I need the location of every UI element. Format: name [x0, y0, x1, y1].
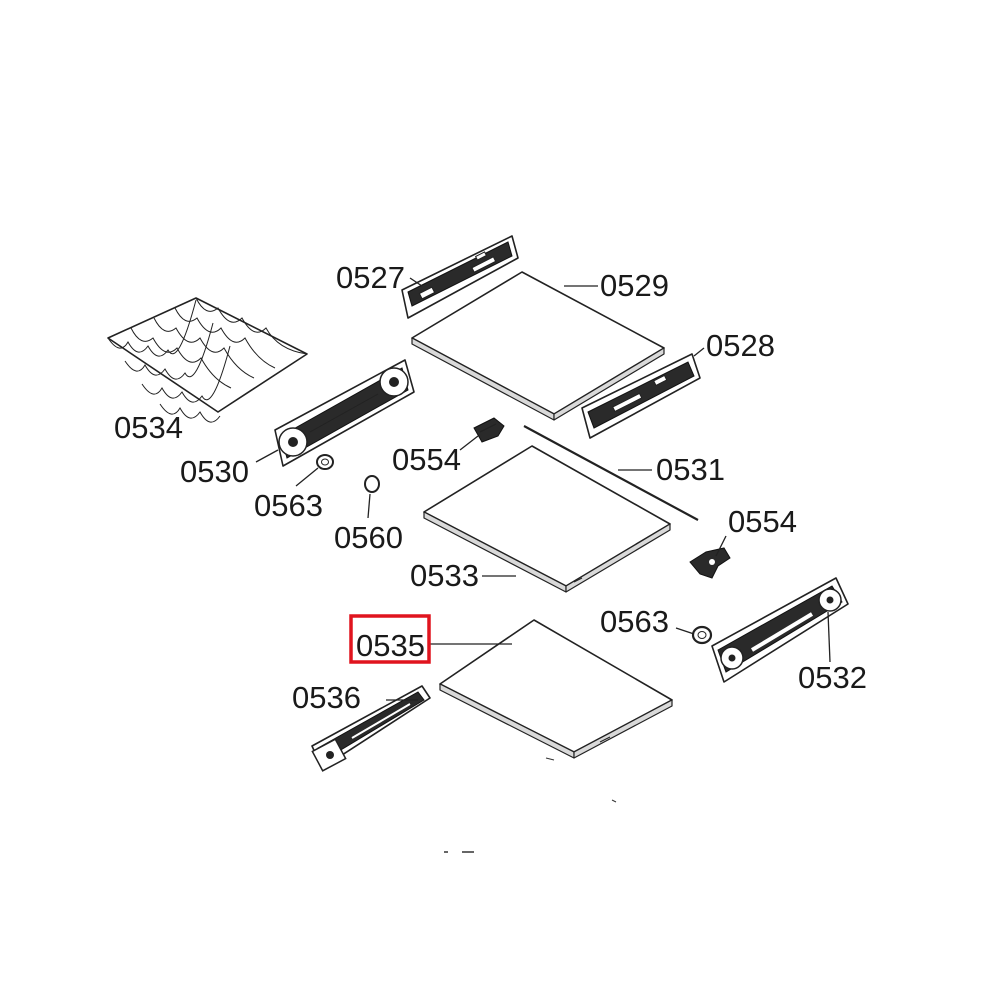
part-0530-left-bracket	[274, 359, 415, 467]
label-0554-lower[interactable]: 0554	[728, 504, 797, 539]
label-0563-left[interactable]: 0563	[254, 488, 323, 523]
part-0529-top-shelf	[411, 271, 665, 421]
part-0554-clip-lower	[689, 547, 731, 579]
part-0560-cap	[364, 475, 380, 493]
label-0533[interactable]: 0533	[410, 558, 479, 593]
label-0531[interactable]: 0531	[656, 452, 725, 487]
part-0531-rod	[523, 425, 699, 521]
leader-lines	[255, 277, 831, 701]
part-0536-lower-rail	[311, 685, 431, 772]
part-0554-clip-upper	[473, 417, 505, 443]
part-0533-middle-shelf	[423, 445, 671, 593]
label-0534[interactable]: 0534	[114, 410, 183, 445]
label-0528[interactable]: 0528	[706, 328, 775, 363]
label-0532[interactable]: 0532	[798, 660, 867, 695]
label-0560[interactable]: 0560	[334, 520, 403, 555]
label-0554-upper[interactable]: 0554	[392, 442, 461, 477]
label-0529[interactable]: 0529	[600, 268, 669, 303]
label-0563-right[interactable]: 0563	[600, 604, 669, 639]
part-0532-right-bracket	[711, 577, 849, 683]
part-0528-right-rail	[581, 353, 701, 439]
part-labels: 0527 0529 0528 0534 0530 0554 0531 0563 …	[114, 260, 867, 715]
label-0536[interactable]: 0536	[292, 680, 361, 715]
label-0535[interactable]: 0535	[356, 628, 425, 663]
highlight-box-0535	[349, 614, 431, 664]
label-0527[interactable]: 0527	[336, 260, 405, 295]
part-0535-lower-shelf	[439, 619, 673, 759]
scan-specks	[444, 757, 617, 853]
part-0563-washer-right	[691, 625, 713, 645]
part-0527-upper-rail	[401, 235, 519, 319]
part-0534-bottle-rack	[107, 297, 308, 423]
label-0530[interactable]: 0530	[180, 454, 249, 489]
part-0563-washer-left	[316, 454, 334, 470]
